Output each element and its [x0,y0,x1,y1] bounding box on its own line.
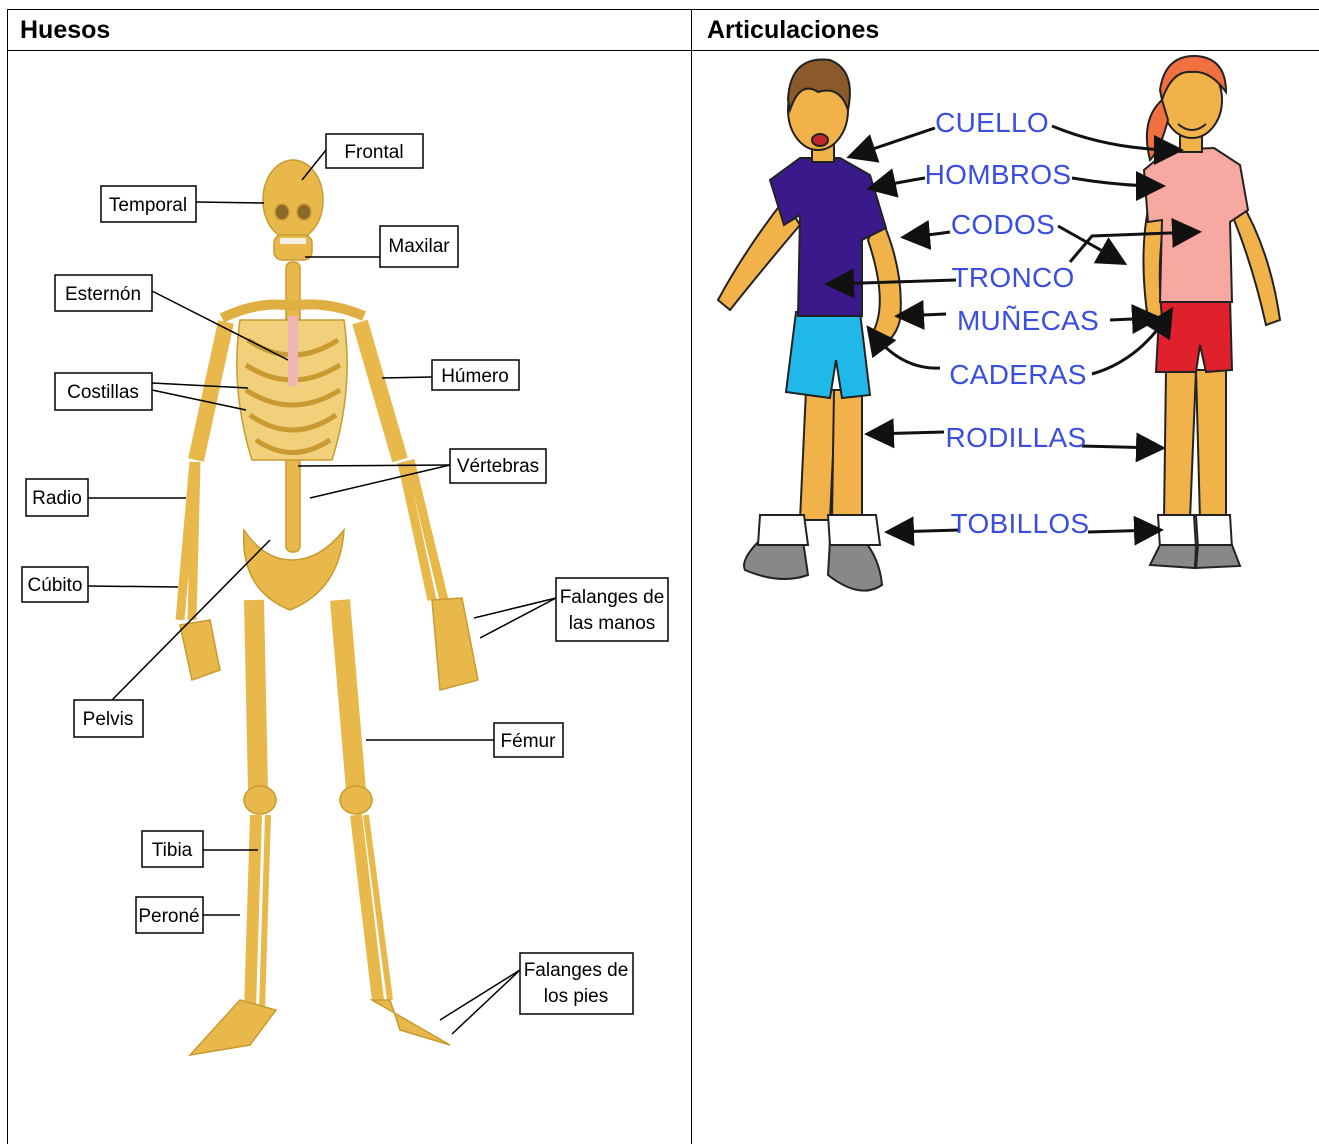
bone-label-texts: Frontal Temporal Maxilar Esternón Costil… [28,142,665,1007]
bone-label-boxes [22,134,668,1014]
label-falanges-pies-2: los pies [544,986,608,1007]
label-falanges-manos-1: Falanges de [560,587,665,608]
skeleton-diagram: Frontal Temporal Maxilar Esternón Costil… [0,52,690,1142]
column-divider [691,9,692,1144]
label-tronco: TRONCO [951,262,1074,293]
skeleton-figure [180,160,478,1055]
label-tibia: Tibia [152,840,193,861]
label-vertebras: Vértebras [457,456,539,477]
label-radio: Radio [32,488,82,509]
header-huesos: Huesos [20,13,110,47]
label-costillas: Costillas [67,382,139,403]
label-falanges-pies-1: Falanges de [524,960,629,981]
label-munecas: MUÑECAS [957,305,1099,336]
label-humero: Húmero [441,366,509,387]
label-femur: Fémur [501,731,557,752]
label-frontal: Frontal [344,142,403,163]
label-codos: CODOS [951,209,1055,240]
girl-figure [1143,56,1280,568]
joints-diagram: CUELLO HOMBROS CODOS TRONCO MUÑECAS CADE… [694,52,1319,612]
label-pelvis: Pelvis [83,709,134,730]
label-cuello: CUELLO [935,107,1049,138]
label-rodillas: RODILLAS [946,422,1087,453]
label-maxilar: Maxilar [388,236,450,257]
header-articulaciones: Articulaciones [707,13,879,47]
joint-label-texts: CUELLO HOMBROS CODOS TRONCO MUÑECAS CADE… [925,107,1099,539]
label-caderas: CADERAS [949,359,1086,390]
label-temporal: Temporal [109,195,187,216]
label-cubito: Cúbito [28,575,83,596]
label-hombros: HOMBROS [925,159,1072,190]
label-falanges-manos-2: las manos [569,613,656,634]
label-tobillos: TOBILLOS [951,508,1090,539]
boy-figure [718,60,901,591]
label-esternon: Esternón [65,284,141,305]
label-perone: Peroné [138,906,199,927]
header-divider [7,50,1319,51]
